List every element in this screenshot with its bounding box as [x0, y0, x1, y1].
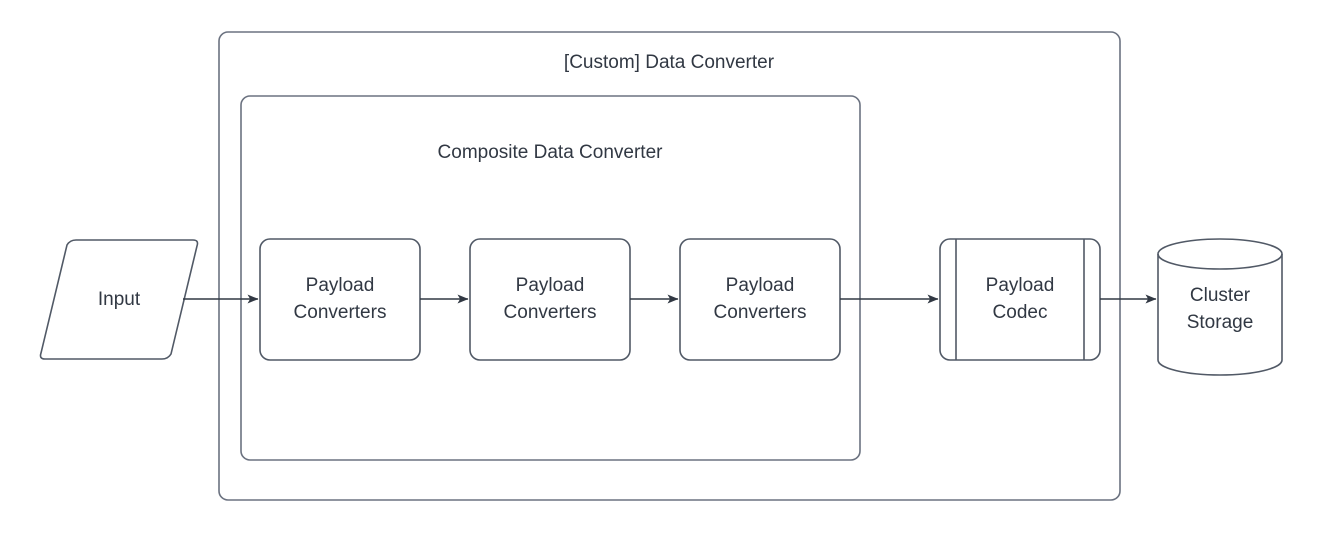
payload-converters-2-label-line2: Converters — [504, 302, 597, 323]
cluster-storage-label-line2: Storage — [1187, 312, 1254, 333]
cluster-storage-body — [1157, 254, 1283, 376]
node-payload-converters-1[interactable]: Payload Converters — [259, 238, 421, 361]
payload-converters-3-label-line1: Payload — [726, 275, 795, 296]
input-fill — [40, 239, 198, 360]
cluster-storage-label-line1: Cluster — [1190, 285, 1251, 306]
payload-codec-label-line2: Codec — [993, 302, 1048, 323]
payload-converters-1-label-line2: Converters — [294, 302, 387, 323]
payload-converters-1-fill — [260, 239, 420, 360]
payload-converters-2-fill — [470, 239, 630, 360]
input-border — [39, 239, 199, 360]
node-payload-converters-3[interactable]: Payload Converters — [679, 238, 841, 361]
cluster-storage-fill — [1158, 254, 1282, 375]
node-cluster-storage[interactable]: Cluster Storage — [1157, 238, 1283, 376]
custom-data-converter-label: [Custom] Data Converter — [564, 52, 775, 73]
payload-codec-label-line1: Payload — [986, 275, 1055, 296]
payload-converters-3-fill — [680, 239, 840, 360]
payload-codec-fill — [940, 239, 1100, 360]
node-payload-converters-2[interactable]: Payload Converters — [469, 238, 631, 361]
node-payload-codec[interactable]: Payload Codec — [939, 238, 1101, 361]
node-input[interactable]: Input — [39, 239, 199, 360]
input-label: Input — [98, 289, 141, 310]
cluster-storage-top-ellipse — [1157, 238, 1283, 270]
payload-converters-1-label-line1: Payload — [306, 275, 375, 296]
payload-converters-2-label-line1: Payload — [516, 275, 585, 296]
cluster-storage-top-fill — [1158, 239, 1282, 269]
composite-data-converter-label: Composite Data Converter — [438, 142, 664, 163]
payload-converters-3-label-line2: Converters — [714, 302, 807, 323]
